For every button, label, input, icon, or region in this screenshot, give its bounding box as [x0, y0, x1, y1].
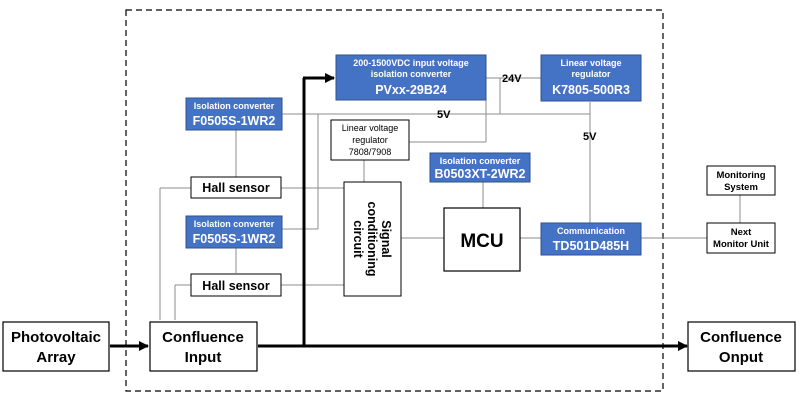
mcu-label: MCU [460, 231, 503, 252]
b0503-line1: Isolation converter [440, 156, 521, 166]
pv-converter-model: PVxx-29B24 [375, 83, 447, 97]
next-monitor-line1: Next [731, 227, 752, 238]
k7805-line1: Linear voltage [560, 58, 621, 68]
confluence-input-block: Confluence Input [149, 321, 258, 372]
linear-regulator-7808-block: Linear voltage regulator 7808/7908 [330, 119, 410, 161]
signal-line1: Signal [379, 220, 393, 258]
communication-model: TD501D485H [553, 239, 629, 253]
communication-block: Communication TD501D485H [540, 222, 642, 256]
iso-bottom-line1: Isolation converter [194, 219, 275, 229]
signal-line3: circuit [351, 220, 365, 258]
voltage-label-24v: 24V [502, 73, 522, 85]
hall-top-label: Hall sensor [202, 181, 270, 195]
voltage-label-5v-bus: 5V [437, 109, 451, 121]
iso-bottom-model: F0505S-1WR2 [193, 232, 276, 246]
reg7808-line1: Linear voltage [342, 123, 399, 133]
linear-regulator-k7805-block: Linear voltage regulator K7805-500R3 [540, 54, 642, 102]
pv-array-block: Photovoltaic Array [2, 321, 110, 372]
b0503-model: B0503XT-2WR2 [434, 167, 525, 181]
isolation-converter-bottom-block: Isolation converter F0505S-1WR2 [185, 215, 283, 249]
confluence-input-line1: Confluence [162, 329, 244, 346]
confluence-output-block: Confluence Onput [687, 321, 796, 372]
iso-top-model: F0505S-1WR2 [193, 114, 276, 128]
voltage-label-5v-k7805: 5V [583, 131, 597, 143]
module-boundary [125, 9, 664, 392]
reg7808-model: 7808/7908 [349, 147, 392, 157]
iso-top-line1: Isolation converter [194, 101, 275, 111]
monitoring-system-block: Monitoring System [706, 165, 776, 196]
hall-sensor-top-block: Hall sensor [190, 176, 282, 199]
monitoring-line1: Monitoring [716, 170, 765, 181]
monitoring-line2: System [724, 182, 758, 193]
pv-array-line2: Array [36, 349, 76, 366]
pv-array-line1: Photovoltaic [11, 329, 101, 346]
k7805-model: K7805-500R3 [552, 83, 630, 97]
next-monitor-line2: Monitor Unit [713, 239, 770, 250]
isolation-converter-b0503-block: Isolation converter B0503XT-2WR2 [429, 152, 531, 183]
confluence-output-line1: Confluence [700, 329, 782, 346]
mcu-block: MCU [443, 207, 521, 272]
next-monitor-unit-block: Next Monitor Unit [706, 222, 776, 254]
signal-line2: conditioning [365, 202, 379, 277]
power-lines [110, 73, 688, 351]
signal-conditioning-block: Signal conditioning circuit [343, 181, 402, 297]
pv-converter-block: 200-1500VDC input voltage isolation conv… [335, 54, 487, 101]
hall-sensor-bottom-block: Hall sensor [190, 273, 282, 297]
communication-line1: Communication [557, 226, 625, 236]
isolation-converter-top-block: Isolation converter F0505S-1WR2 [185, 97, 283, 131]
confluence-output-line2: Onput [719, 349, 763, 366]
hall-bottom-label: Hall sensor [202, 279, 270, 293]
pv-converter-line1: 200-1500VDC input voltage [353, 58, 469, 68]
confluence-input-line2: Input [185, 349, 222, 366]
reg7808-line2: regulator [352, 135, 388, 145]
pv-converter-line2: isolation converter [371, 69, 452, 79]
k7805-line2: regulator [571, 69, 611, 79]
